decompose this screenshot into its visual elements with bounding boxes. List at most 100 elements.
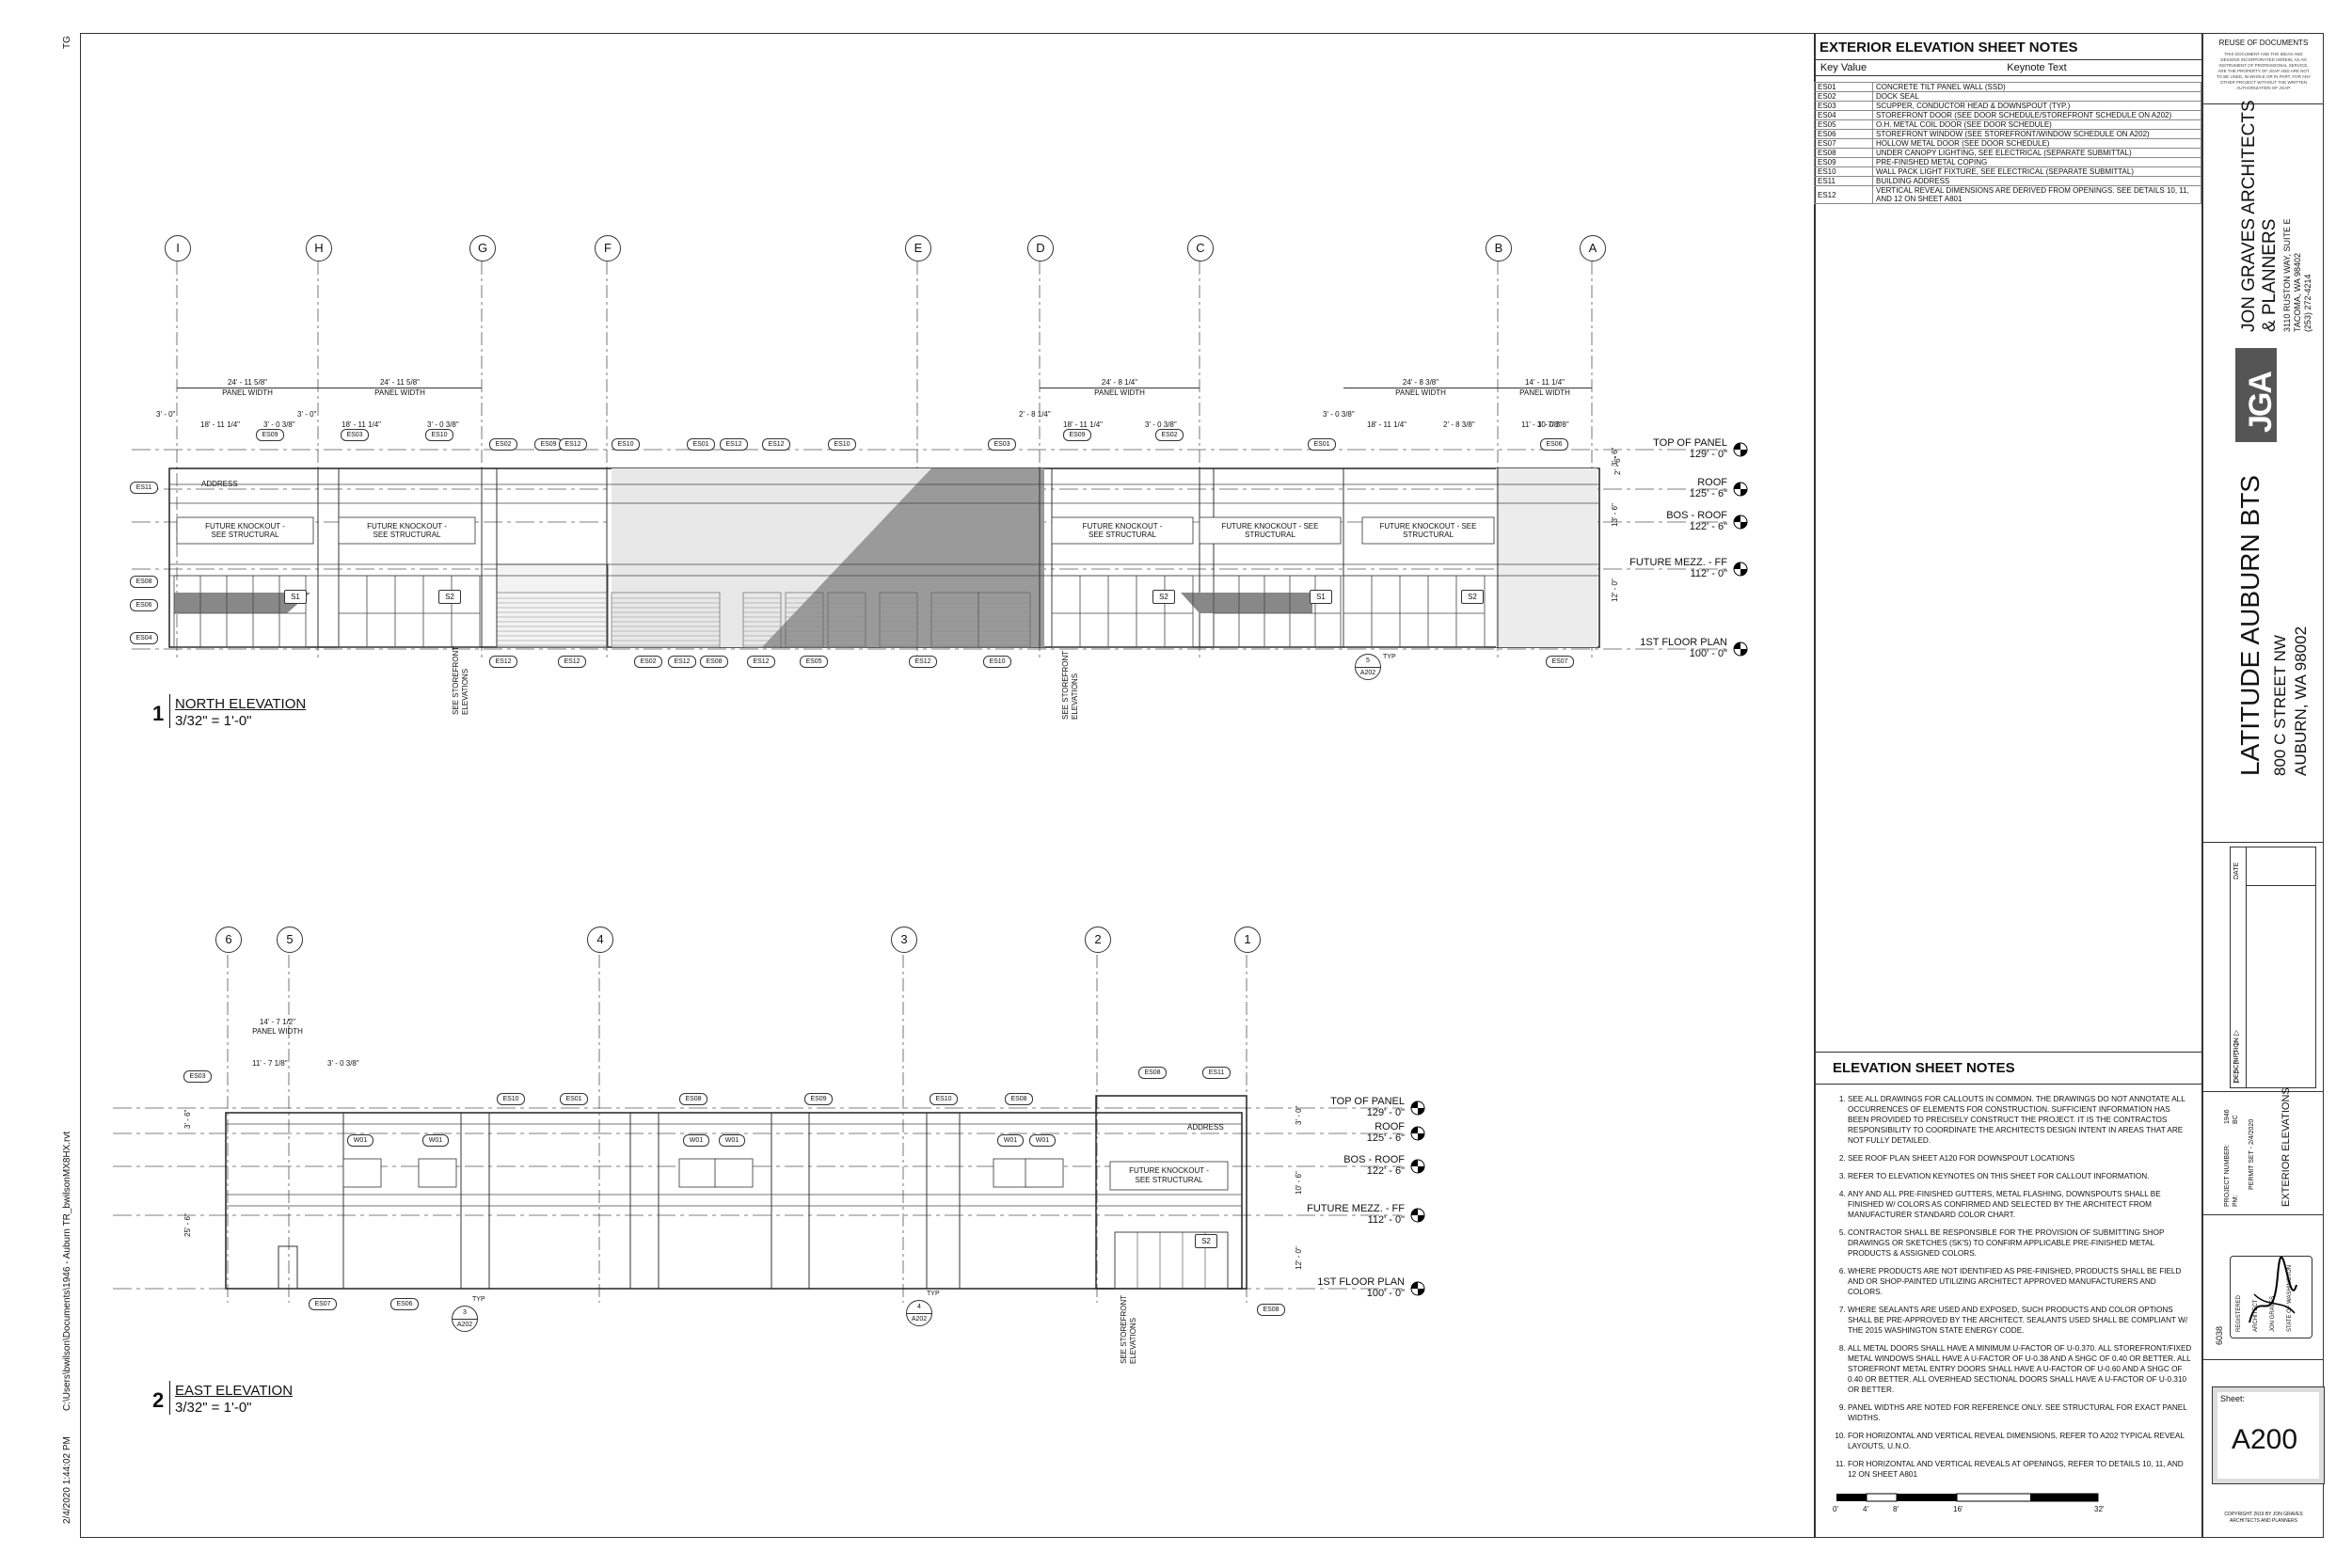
north-tag-3: ES04 (130, 632, 158, 644)
east-right-dim-0: 3' - 0" (1295, 1105, 1303, 1125)
north-tag-11: ES01 (687, 438, 715, 451)
north-level-name-0: TOP OF PANEL (1653, 437, 1727, 449)
revision-mark-2: △ (2233, 1047, 2240, 1055)
east-tag-3: ES08 (679, 1093, 707, 1105)
east-level-symbol-4 (1410, 1281, 1425, 1296)
sheet-number: A200 (2231, 1424, 2298, 1455)
east-panel-dim-label: PANEL WIDTH (252, 1027, 303, 1036)
north-level-elev-1: 125' - 6" (1689, 488, 1727, 499)
gen-note-item: FOR HORIZONTAL AND VERTICAL REVEAL DIMEN… (1848, 1431, 2201, 1451)
east-view-title: 2 EAST ELEVATION 3/32" = 1'-0" (152, 1381, 359, 1420)
east-section-sheet-1: A202 (907, 1313, 931, 1324)
north-panel-dim-edge-2: 2' - 8 1/4" (1019, 410, 1051, 419)
east-tag-7: ES08 (1138, 1067, 1167, 1079)
north-section-typ-0: TYP (1383, 654, 1396, 660)
north-view-title: 1 NORTH ELEVATION 3/32" = 1'-0" (152, 694, 359, 734)
east-window-0 (342, 1158, 382, 1188)
east-tag-9: ES07 (309, 1298, 337, 1310)
north-tag-23: ES12 (668, 656, 696, 668)
east-level-name-2: BOS - ROOF (1343, 1154, 1405, 1165)
north-level-elev-3: 112' - 0" (1690, 568, 1727, 579)
north-tag-29: ES07 (1546, 656, 1574, 668)
east-right-dim-1: 10' - 6" (1295, 1171, 1303, 1195)
east-elevation-drawing (113, 955, 1425, 1303)
east-storefront-note: SEE STOREFRONT ELEVATIONS (1120, 1294, 1137, 1364)
east-level-elev-4: 100' - 0" (1366, 1288, 1405, 1299)
east-grid-bubble-4: 4 (587, 927, 613, 953)
east-level-name-4: 1ST FLOOR PLAN (1317, 1276, 1405, 1288)
keynote-text: WALL PACK LIGHT FIXTURE, SEE ELECTRICAL … (1872, 166, 2201, 177)
north-panel-dim-edge-3: 3' - 0 3/8" (1323, 410, 1355, 419)
keynote-text: HOLLOW METAL DOOR (SEE DOOR SCHEDULE) (1872, 138, 2201, 149)
gen-notes-list: SEE ALL DRAWINGS FOR CALLOUTS IN COMMON.… (1814, 1094, 2201, 1480)
firm-logo-letters: JGA (2243, 372, 2279, 433)
east-panel-dim: 14' - 7 1/2" PANEL WIDTH (230, 1018, 325, 1037)
north-knockout-rect-4 (1361, 516, 1495, 545)
gen-notes-title: ELEVATION SHEET NOTES (1814, 1052, 2201, 1085)
north-storefront-tag-2: S2 (1152, 590, 1175, 604)
graphic-scale-label-4: 32' (2094, 1505, 2105, 1513)
east-view-number: 2 (152, 1388, 165, 1412)
north-overhead-door-6 (930, 592, 979, 648)
keynote-text: BUILDING ADDRESS (1872, 176, 2201, 186)
east-tag-2: ES01 (560, 1093, 588, 1105)
north-tag-1: ES08 (130, 576, 158, 588)
east-tag-11: ES08 (1257, 1304, 1285, 1316)
graphic-scale-label-0: 0' (1833, 1505, 1838, 1513)
east-grid-bubble-3: 3 (891, 927, 917, 953)
north-panel-dim-sub2-0: 3' - 0 3/8" (263, 420, 295, 429)
north-panel-dim-top-0: 24' - 11 5/8" (177, 378, 318, 388)
east-window-5 (1025, 1158, 1064, 1188)
north-tag-26: ES05 (800, 656, 828, 668)
north-knockout-rect-3 (1199, 516, 1342, 545)
north-level-symbol-4 (1733, 641, 1748, 657)
north-storefront-1 (338, 575, 481, 648)
north-view-scale: 3/32" = 1'-0" (175, 713, 252, 729)
north-address-label: ADDRESS (201, 480, 238, 488)
east-level-name-3: FUTURE MEZZ. - FF (1307, 1203, 1405, 1214)
graphic-scale: 0'4'8'16'32' (1833, 1492, 2104, 1520)
sheet-label: Sheet: (2220, 1394, 2246, 1403)
gen-note-item: WHERE PRODUCTS ARE NOT IDENTIFIED AS PRE… (1848, 1266, 2201, 1297)
copyright: COPYRIGHT 2019 BY JON GRAVES ARCHITECTS … (2224, 1512, 2303, 1524)
north-panel-dim-label-3: PANEL WIDTH (1395, 388, 1446, 397)
north-grid-bubble-A: A (1580, 235, 1606, 261)
north-grid-bubble-I: I (165, 235, 191, 261)
keynote-key: ES10 (1814, 166, 1873, 177)
north-panel-dim-sub1-4: 11' - 10 7/8" (1521, 420, 1562, 429)
north-panel-dim-edge-1: 3' - 0" (297, 410, 317, 419)
project-address-2: AUBURN, WA 98002 (2292, 626, 2310, 776)
north-storefront-2 (1051, 575, 1194, 648)
reuse-title: REUSE OF DOCUMENTS (2218, 39, 2309, 47)
rev-header-date: DATE (2233, 862, 2240, 879)
firm-logo: JGA (2235, 348, 2279, 442)
north-panel-dim-sub2-1: 3' - 0 3/8" (427, 420, 459, 429)
east-level-elev-1: 125' - 6" (1366, 1132, 1405, 1144)
notes-col-left-border (1814, 33, 1816, 1538)
north-tag-7: ES02 (489, 438, 517, 451)
keynote-col-text: Keynote Text (1872, 60, 2201, 76)
north-tag-28: ES10 (983, 656, 1011, 668)
north-tag-0: ES11 (130, 482, 158, 494)
north-panel-dim-edge-0: 3' - 0" (156, 410, 176, 419)
keynote-schedule: EXTERIOR ELEVATION SHEET NOTES Key Value… (1814, 36, 2201, 247)
north-tag-22: ES02 (634, 656, 662, 668)
north-tag-12: ES12 (720, 438, 748, 451)
north-overhead-door-5 (879, 592, 918, 648)
north-tag-4: ES09 (256, 429, 284, 441)
north-level-name-4: 1ST FLOOR PLAN (1640, 637, 1727, 648)
east-level-elev-0: 129' - 0" (1366, 1107, 1405, 1118)
graphic-scale-label-3: 16' (1953, 1505, 1963, 1513)
east-section-num-0: 3 (463, 1309, 467, 1316)
north-level-name-1: ROOF (1697, 477, 1727, 488)
north-canopy-1 (174, 593, 310, 613)
north-tag-6: ES10 (425, 429, 453, 441)
north-knockout-label-2: FUTURE KNOCKOUT - SEE STRUCTURAL (1082, 522, 1163, 539)
north-grid-bubble-F: F (595, 235, 621, 261)
gen-note-item: PANEL WIDTHS ARE NOTED FOR REFERENCE ONL… (1848, 1402, 2201, 1423)
